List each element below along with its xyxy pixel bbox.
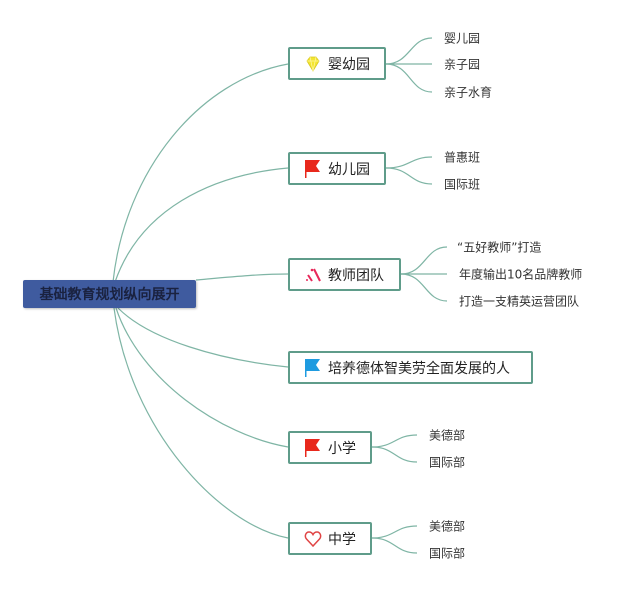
- root-label: 基础教育规划纵向展开: [39, 287, 180, 303]
- diamond-icon: [304, 54, 322, 74]
- leaf-node[interactable]: “五好教师”打造: [457, 240, 542, 255]
- heart-icon: [304, 529, 322, 549]
- branch-node-middle-school[interactable]: 中学: [288, 522, 372, 555]
- leaf-node[interactable]: 婴儿园: [444, 31, 481, 46]
- blue-flag-icon: [304, 358, 322, 378]
- branch-node-teachers[interactable]: 教师团队: [288, 258, 401, 291]
- branch-label: 婴幼园: [328, 56, 370, 73]
- leaf-node[interactable]: 美德部: [429, 428, 466, 443]
- sparkle-icon: [304, 265, 322, 285]
- branch-node-development-goal[interactable]: 培养德体智美劳全面发展的人: [288, 351, 533, 384]
- branch-label: 教师团队: [328, 267, 384, 284]
- branch-label: 幼儿园: [328, 161, 370, 178]
- root-node[interactable]: 基础教育规划纵向展开: [23, 280, 196, 308]
- leaf-node[interactable]: 打造一支精英运营团队: [459, 294, 580, 309]
- branch-label: 小学: [328, 440, 356, 457]
- red-flag-icon: [304, 438, 322, 458]
- leaf-node[interactable]: 亲子水育: [444, 85, 493, 100]
- leaf-node[interactable]: 年度输出10名品牌教师: [459, 267, 583, 282]
- branch-node-infant[interactable]: 婴幼园: [288, 47, 386, 80]
- leaf-node[interactable]: 美德部: [429, 519, 466, 534]
- red-flag-icon: [304, 159, 322, 179]
- leaf-node[interactable]: 国际部: [429, 546, 466, 561]
- leaf-node[interactable]: 亲子园: [444, 57, 481, 72]
- branch-node-primary-school[interactable]: 小学: [288, 431, 372, 464]
- leaf-node[interactable]: 国际班: [444, 177, 481, 192]
- leaf-node[interactable]: 普惠班: [444, 150, 481, 165]
- leaf-node[interactable]: 国际部: [429, 455, 466, 470]
- branch-label: 培养德体智美劳全面发展的人: [328, 360, 510, 377]
- branch-node-kindergarten[interactable]: 幼儿园: [288, 152, 386, 185]
- branch-label: 中学: [328, 531, 356, 548]
